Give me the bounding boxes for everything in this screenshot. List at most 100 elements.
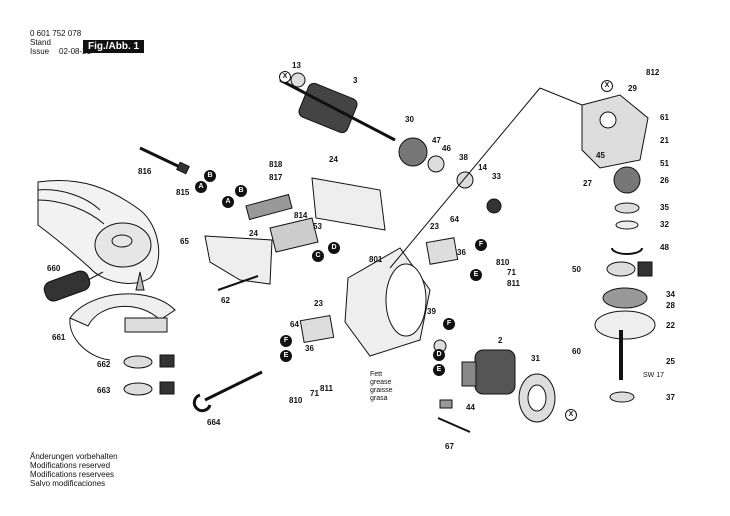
callout-818: 818 [269, 160, 283, 169]
callout-801: 801 [369, 255, 383, 264]
callout-24b: 24 [249, 229, 258, 238]
marker-x: X [279, 71, 291, 83]
marker-d: D [328, 242, 340, 254]
grease-note: Fett grease graisse grasa [370, 371, 393, 402]
callout-39: 39 [427, 307, 436, 316]
gear-head [539, 87, 649, 169]
callout-61: 61 [660, 113, 669, 122]
callout-34: 34 [666, 290, 675, 299]
marker-b2: B [235, 185, 247, 197]
callout-53: 53 [313, 222, 322, 231]
marker-f3: F [443, 318, 455, 330]
bevel-gear-26 [613, 166, 641, 194]
callout-50: 50 [572, 265, 581, 274]
callout-64a: 64 [290, 320, 299, 329]
callout-36a: 36 [305, 344, 314, 353]
seal-34 [602, 287, 648, 309]
callout-35: 35 [660, 203, 669, 212]
callout-2: 2 [498, 336, 503, 345]
cord-sleeve [139, 146, 183, 170]
side-handle [43, 270, 104, 302]
marker-b: B [204, 170, 216, 182]
callout-662: 662 [97, 360, 111, 369]
callout-22: 22 [666, 321, 675, 330]
callout-817: 817 [269, 173, 283, 182]
callout-661: 661 [52, 333, 66, 342]
callout-21: 21 [660, 136, 669, 145]
issue-date: 02-08-21 [59, 47, 92, 56]
callout-3: 3 [353, 76, 358, 85]
callout-25: 25 [666, 357, 675, 366]
gear-30 [398, 137, 428, 167]
callout-812: 812 [646, 68, 660, 77]
marker-e2: E [470, 269, 482, 281]
marker-f: F [280, 335, 292, 347]
figure-label: Fig./Abb. 1 [83, 40, 145, 53]
callout-14: 14 [478, 163, 487, 172]
callout-64b: 64 [450, 215, 459, 224]
callout-32: 32 [660, 220, 669, 229]
callout-71a: 71 [310, 389, 319, 398]
callout-30: 30 [405, 115, 414, 124]
callout-811b: 811 [507, 279, 520, 288]
callout-46: 46 [442, 144, 451, 153]
callout-26: 26 [660, 176, 669, 185]
callout-815: 815 [176, 188, 190, 197]
marker-e: E [280, 350, 292, 362]
sw-label: SW 17 [643, 372, 665, 379]
callout-37: 37 [666, 393, 675, 402]
callout-38: 38 [459, 153, 468, 162]
callout-814: 814 [294, 211, 308, 220]
callout-45: 45 [596, 151, 605, 160]
callout-67: 67 [445, 442, 454, 451]
callout-811a: 811 [320, 384, 333, 393]
field-coil [461, 349, 516, 395]
marker-a: A [195, 181, 207, 193]
callout-810b: 810 [496, 258, 510, 267]
flange-662 [123, 355, 153, 369]
callout-62: 62 [221, 296, 230, 305]
callout-24a: 24 [329, 155, 338, 164]
screw-62 [217, 275, 259, 291]
marker-x2: X [565, 409, 577, 421]
callout-664: 664 [207, 418, 221, 427]
issue-label: Issue [30, 47, 50, 56]
callout-71b: 71 [507, 268, 516, 277]
callout-65: 65 [180, 237, 189, 246]
armature [279, 72, 396, 142]
callout-60: 60 [572, 347, 581, 356]
callout-663: 663 [97, 386, 111, 395]
handle-half-24b [204, 235, 273, 285]
callout-51: 51 [660, 159, 669, 168]
handle-half-24a [311, 177, 386, 231]
callout-27: 27 [583, 179, 592, 188]
marker-c: C [312, 250, 324, 262]
switch-body [269, 217, 319, 253]
flange-663 [123, 382, 153, 396]
callout-23b: 23 [430, 222, 439, 231]
bearing-35 [614, 202, 640, 214]
switch [245, 193, 293, 221]
footer-notes: Änderungen vorbehalten Modifications res… [30, 452, 118, 488]
wheel-guard [69, 293, 176, 361]
motor-housing [344, 87, 541, 357]
callout-47: 47 [432, 136, 441, 145]
callout-810a: 810 [289, 396, 303, 405]
callout-816: 816 [138, 167, 152, 176]
bearing-50 [606, 261, 636, 277]
callout-29: 29 [628, 84, 637, 93]
grinder-body [37, 179, 160, 291]
callout-48: 48 [660, 243, 669, 252]
callout-28: 28 [666, 301, 675, 310]
stand-label: Stand [30, 38, 51, 47]
spanner [192, 370, 263, 413]
part-number: 0 601 752 078 [30, 29, 82, 38]
flange-22 [594, 310, 656, 340]
marker-e3: E [433, 364, 445, 376]
marker-f2: F [475, 239, 487, 251]
marker-d2: D [433, 349, 445, 361]
callout-44: 44 [466, 403, 475, 412]
callout-13: 13 [292, 61, 301, 70]
callout-660: 660 [47, 264, 61, 273]
